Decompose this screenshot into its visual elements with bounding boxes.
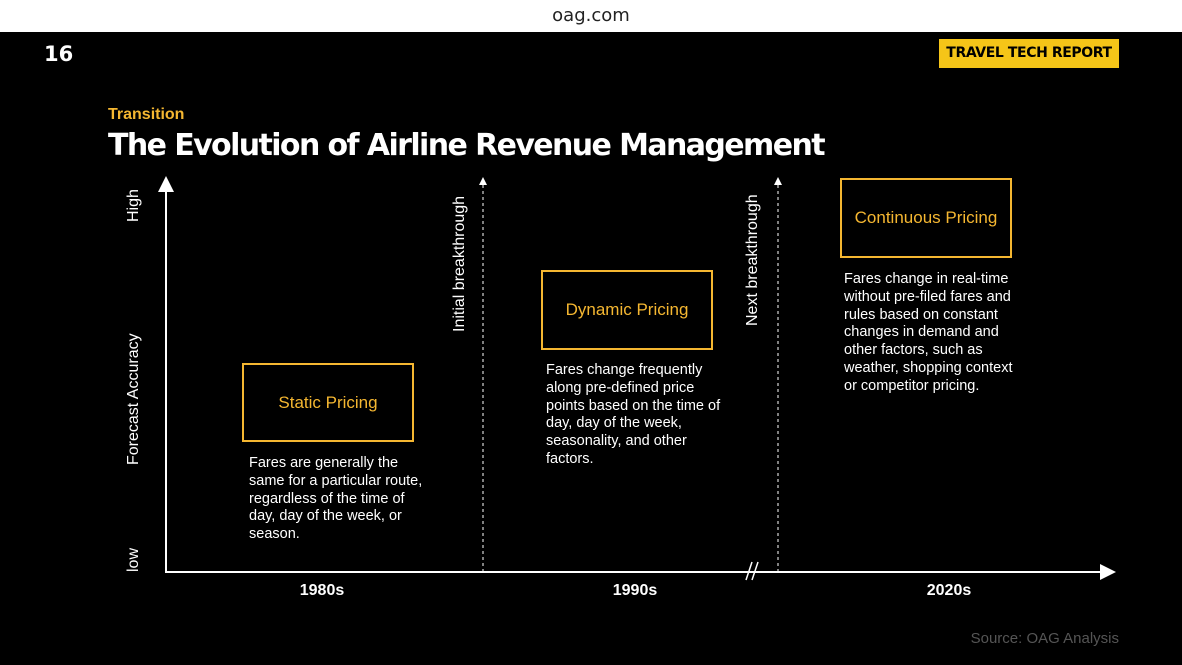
dynamic-pricing-label: Dynamic Pricing: [565, 300, 689, 319]
browser-address-bar: oag.com: [0, 0, 1182, 32]
initial-breakthrough-arrow: [479, 177, 487, 185]
dynamic-pricing-box: Dynamic Pricing: [541, 270, 713, 350]
continuous-pricing-description: Fares change in real-time without pre-fi…: [844, 271, 1013, 394]
slide: 16 TRAVEL TECH REPORT 2023 Transition Th…: [0, 32, 1182, 665]
page-title: The Evolution of Airline Revenue Managem…: [108, 128, 826, 163]
next-breakthrough-label: Next breakthrough: [744, 194, 761, 326]
url-text[interactable]: oag.com: [552, 5, 630, 26]
y-axis-low-label: low: [125, 547, 142, 572]
initial-breakthrough-label: Initial breakthrough: [451, 195, 468, 332]
era-label-1980s: 1980s: [299, 582, 345, 599]
axis-break-mark-2: [751, 561, 759, 581]
page-number: 16: [44, 42, 74, 66]
section-eyebrow: Transition: [108, 106, 185, 123]
source-note: Source: OAG Analysis: [970, 630, 1119, 647]
y-axis-high-label: High: [125, 189, 142, 222]
static-pricing-description: Fares are generally the same for a parti…: [249, 455, 423, 543]
continuous-pricing-box: Continuous Pricing: [840, 178, 1012, 258]
era-label-2020s: 2020s: [926, 582, 972, 599]
static-pricing-label: Static Pricing: [278, 392, 378, 412]
next-breakthrough-arrow: [774, 177, 782, 185]
timeline-diagram: [158, 176, 1116, 581]
axis-break-mark-1: [745, 561, 753, 581]
static-pricing-box: Static Pricing: [242, 363, 414, 442]
y-axis-title: Forecast Accuracy: [125, 333, 142, 465]
era-label-1990s: 1990s: [612, 582, 658, 599]
report-badge: TRAVEL TECH REPORT 2023: [939, 39, 1119, 90]
continuous-pricing-label: Continuous Pricing: [854, 208, 998, 227]
dynamic-pricing-description: Fares change frequently along pre-define…: [546, 362, 721, 467]
